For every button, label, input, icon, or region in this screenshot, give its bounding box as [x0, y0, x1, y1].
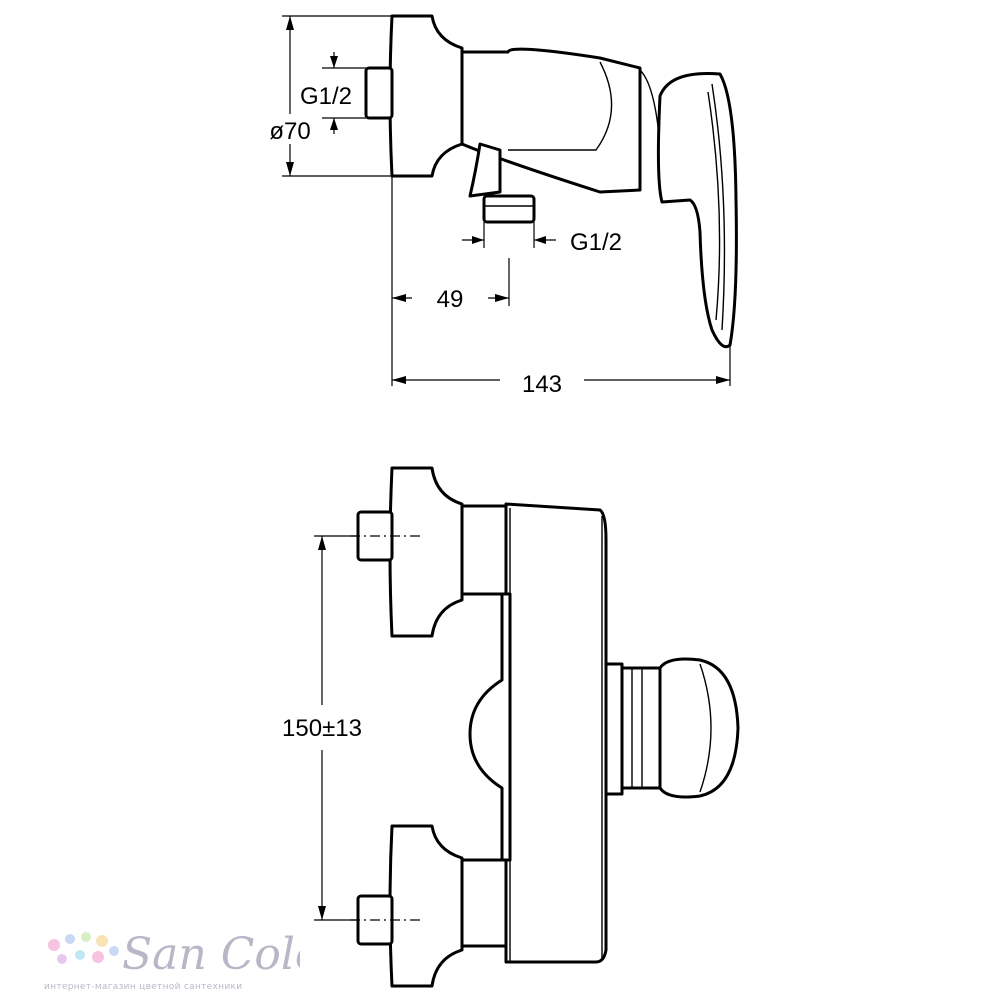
dim-body-diameter: ø70	[269, 118, 310, 145]
watermark-dot	[48, 939, 60, 951]
front-lower-flange	[388, 824, 464, 988]
dim-inlet-spacing: 150±13	[282, 715, 362, 742]
watermark-dot	[75, 950, 85, 960]
side-outlet-nut	[482, 194, 536, 224]
front-lever-knob	[658, 657, 740, 799]
watermark-dot	[92, 951, 104, 963]
front-view: 150±13	[282, 466, 740, 988]
side-body-contour	[508, 61, 613, 151]
watermark-dot	[81, 932, 91, 942]
watermark-dot	[65, 934, 75, 944]
side-lever-handle	[656, 71, 738, 349]
side-view: G1/2 ø70 G1/2 49 143	[262, 14, 738, 398]
front-lever-ring	[604, 662, 624, 796]
side-outlet-spout	[468, 142, 502, 198]
front-body-waist	[468, 592, 512, 862]
watermark-tagline: интернет-магазин цветной сантехники	[44, 982, 242, 992]
front-mixer-body	[504, 502, 608, 964]
watermark-dot	[57, 954, 67, 964]
sancolor-watermark: San Color интернет-магазин цветной санте…	[44, 929, 300, 992]
dim-total-depth: 143	[522, 371, 562, 398]
watermark-brand: San Color	[122, 929, 300, 980]
watermark-dot	[96, 935, 108, 947]
dim-top-inlet-thread: G1/2	[300, 83, 352, 110]
side-wall-flange	[388, 14, 464, 178]
front-upper-flange	[388, 466, 464, 638]
watermark-dot	[109, 946, 119, 956]
watermark-dots	[48, 932, 119, 964]
dim-outlet-offset: 49	[437, 286, 464, 313]
dim-outlet-thread: G1/2	[570, 229, 622, 256]
side-inlet-nub	[364, 66, 394, 120]
